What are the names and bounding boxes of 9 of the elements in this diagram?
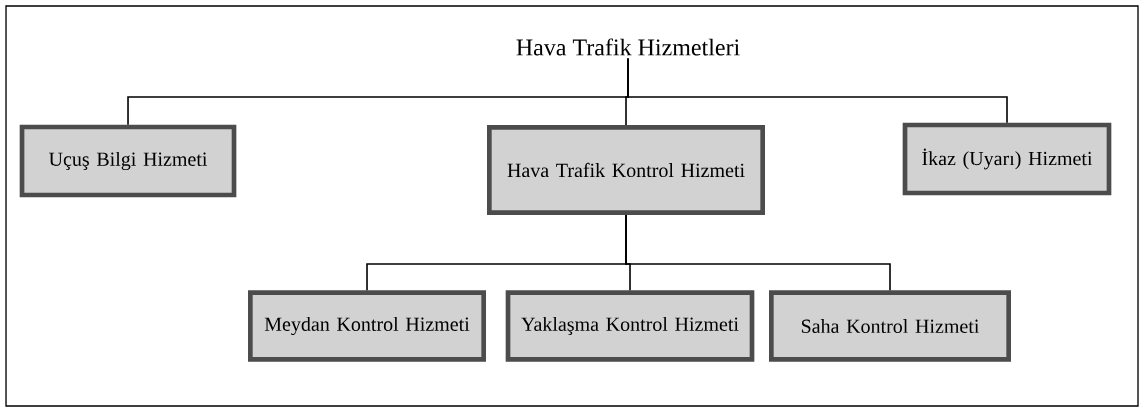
connector-line <box>625 214 891 292</box>
service-box: Hava Trafik Kontrol Hizmeti <box>487 125 765 215</box>
service-box: Uçuş Bilgi Hizmeti <box>19 124 237 198</box>
connector-line <box>627 57 1008 124</box>
service-box: Saha Kontrol Hizmeti <box>769 290 1011 362</box>
service-box: Meydan Kontrol Hizmeti <box>248 290 486 362</box>
service-box: Yaklaşma Kontrol Hizmeti <box>505 290 755 362</box>
service-box: İkaz (Uyarı) Hizmeti <box>902 122 1112 196</box>
title-text: Hava Trafik Hizmetleri <box>516 38 740 56</box>
